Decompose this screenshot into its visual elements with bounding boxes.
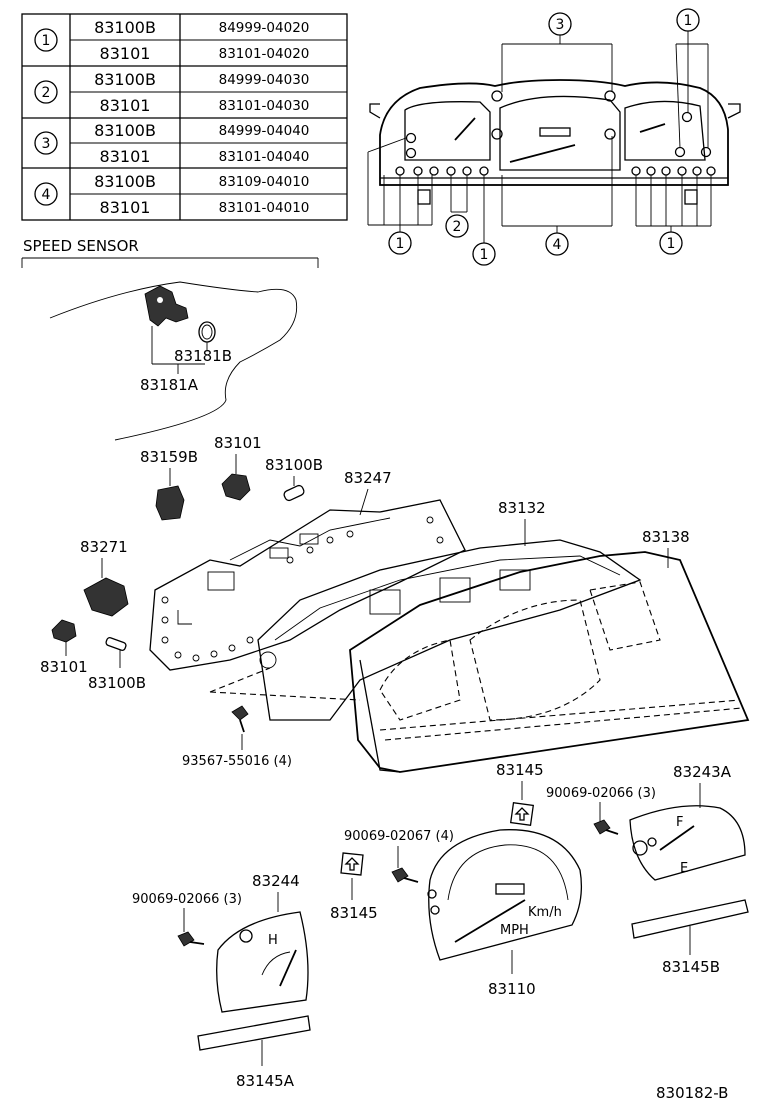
indicator-lens-83145-mid	[340, 852, 364, 876]
table-cell: 83109-04010	[219, 174, 310, 190]
table-cell: 83101-04020	[219, 46, 310, 62]
label-83145A: 83145A	[236, 1072, 295, 1090]
table-cell: 83101-04010	[219, 200, 310, 216]
table-cell: 83101-04040	[219, 149, 310, 165]
printed-circuit-part-83247	[149, 499, 466, 671]
gauges-section: 83145 83243A 90069-02066 (3) F E 83145B …	[132, 761, 749, 1102]
speedo-kmh: Km/h	[528, 905, 562, 920]
bulb-part-83101-left	[51, 619, 77, 643]
speed-sensor-section: SPEED SENSOR 83181B 83181A	[21, 237, 319, 441]
speed-sensor-part	[144, 285, 189, 327]
label-90069-02066-right: 90069-02066 (3)	[546, 786, 656, 801]
label-83145-top: 83145	[496, 761, 544, 779]
speed-sensor-heading: SPEED SENSOR	[23, 237, 139, 255]
label-83244: 83244	[252, 872, 300, 890]
cluster-rear-view: 3 1 1 2 1 4	[367, 8, 741, 266]
label-83101-left: 83101	[40, 658, 88, 676]
label-83243A: 83243A	[673, 763, 732, 781]
label-83100B-left: 83100B	[88, 674, 146, 692]
table-cell: 83100B	[94, 18, 156, 37]
cover-part-83138	[349, 551, 750, 773]
strip-part-83145B	[631, 899, 749, 939]
callout-1-bottom-left: 1	[396, 236, 405, 252]
speedo-mph: MPH	[500, 923, 529, 938]
label-83100B-top: 83100B	[265, 456, 323, 474]
label-83181B: 83181B	[174, 347, 232, 365]
socket-markers	[395, 90, 716, 176]
label-83138: 83138	[642, 528, 690, 546]
table-cell: 84999-04030	[219, 72, 310, 88]
table-group-2: 2	[42, 85, 51, 101]
screw-part-speedo	[391, 867, 409, 883]
table-group-4: 4	[42, 187, 51, 203]
label-83181A: 83181A	[140, 376, 199, 394]
table-cell: 84999-04020	[219, 20, 310, 36]
temp-gauge-part-83244: H	[216, 911, 309, 1013]
label-83271: 83271	[80, 538, 128, 556]
label-83101-top: 83101	[214, 434, 262, 452]
screw-part-temp	[177, 931, 195, 947]
socket-part-83159B	[155, 485, 185, 521]
label-83132: 83132	[498, 499, 546, 517]
diagram-id: 830182-B	[656, 1084, 728, 1102]
callout-3-top: 3	[556, 17, 565, 33]
o-ring-part	[198, 321, 216, 343]
table-cell: 84999-04040	[219, 123, 310, 139]
label-83110: 83110	[488, 980, 536, 998]
table-cell: 83101	[100, 198, 151, 217]
connector-part-83271	[83, 577, 129, 617]
callout-1-top: 1	[684, 13, 693, 29]
fuel-gauge-e: E	[680, 861, 688, 876]
parts-table: 1 2 3 4 83100B 84999-04020 83101 83101-0…	[21, 13, 348, 221]
fuel-gauge-f: F	[676, 815, 683, 830]
bulb-part-83100B-top	[283, 484, 305, 502]
bulb-part-83100B-left	[105, 637, 127, 651]
table-cell: 83100B	[94, 121, 156, 140]
label-90069-02066-left: 90069-02066 (3)	[132, 892, 242, 907]
speedometer-part-83110: MPH Km/h	[427, 829, 583, 961]
bulb-part-83101-top	[221, 473, 251, 501]
fuel-gauge-part-83243A: F E	[629, 805, 746, 881]
table-cell: 83100B	[94, 172, 156, 191]
table-cell: 83101	[100, 44, 151, 63]
callout-4-bottom: 4	[553, 237, 562, 253]
label-83145B: 83145B	[662, 958, 720, 976]
table-group-1: 1	[42, 33, 51, 49]
temp-gauge-h: H	[268, 933, 278, 948]
indicator-lens-83145-top	[509, 801, 535, 827]
label-90069-02067: 90069-02067 (4)	[344, 829, 454, 844]
callout-2-bottom: 2	[453, 219, 462, 235]
screw-part-93567	[231, 705, 249, 733]
label-83247: 83247	[344, 469, 392, 487]
screw-part-fuel	[593, 819, 611, 835]
table-cell: 83101-04030	[219, 98, 310, 114]
label-93567: 93567-55016 (4)	[182, 754, 292, 769]
table-group-3: 3	[42, 136, 51, 152]
callout-1-bottom-right: 1	[667, 236, 676, 252]
label-83145-mid: 83145	[330, 904, 378, 922]
housing-part-83132	[257, 539, 642, 721]
exploded-assembly: 83159B 83101 83100B 83247 83132 83138 83…	[40, 434, 750, 773]
label-83159B: 83159B	[140, 448, 198, 466]
table-cell: 83101	[100, 96, 151, 115]
strip-part-83145A	[197, 1015, 311, 1051]
table-cell: 83100B	[94, 70, 156, 89]
table-cell: 83101	[100, 147, 151, 166]
callout-1-bottom-mid: 1	[480, 247, 489, 263]
